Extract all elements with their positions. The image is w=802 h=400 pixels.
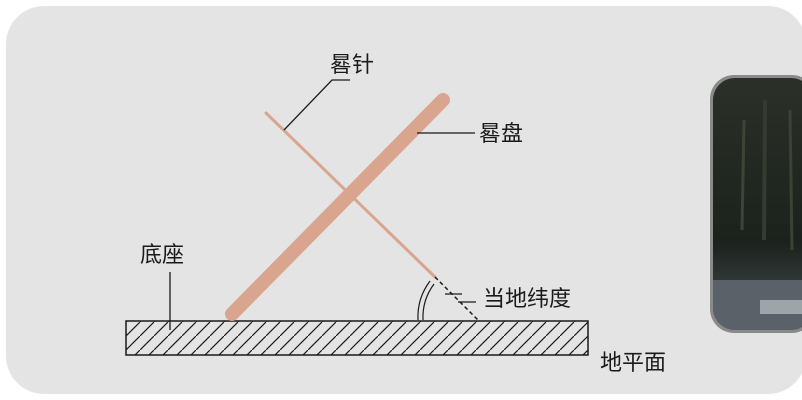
local-latitude-label: 当地纬度 [483, 287, 571, 312]
gnomon-rod [264, 111, 437, 279]
latitude-angle-arc [417, 280, 435, 321]
ground-plane-label: 地平面 [600, 351, 666, 376]
gnomon-extension-dashed [434, 276, 479, 321]
gnomon-leader-line [283, 79, 350, 131]
diagram-panel [6, 6, 802, 394]
gnomon-label: 晷针 [330, 53, 374, 78]
dial-plate [225, 93, 450, 321]
base-label: 底座 [140, 243, 184, 268]
dial-plate-label: 晷盘 [479, 122, 523, 147]
sundial-base [125, 320, 589, 356]
sundial-photo-thumbnail [710, 75, 802, 333]
